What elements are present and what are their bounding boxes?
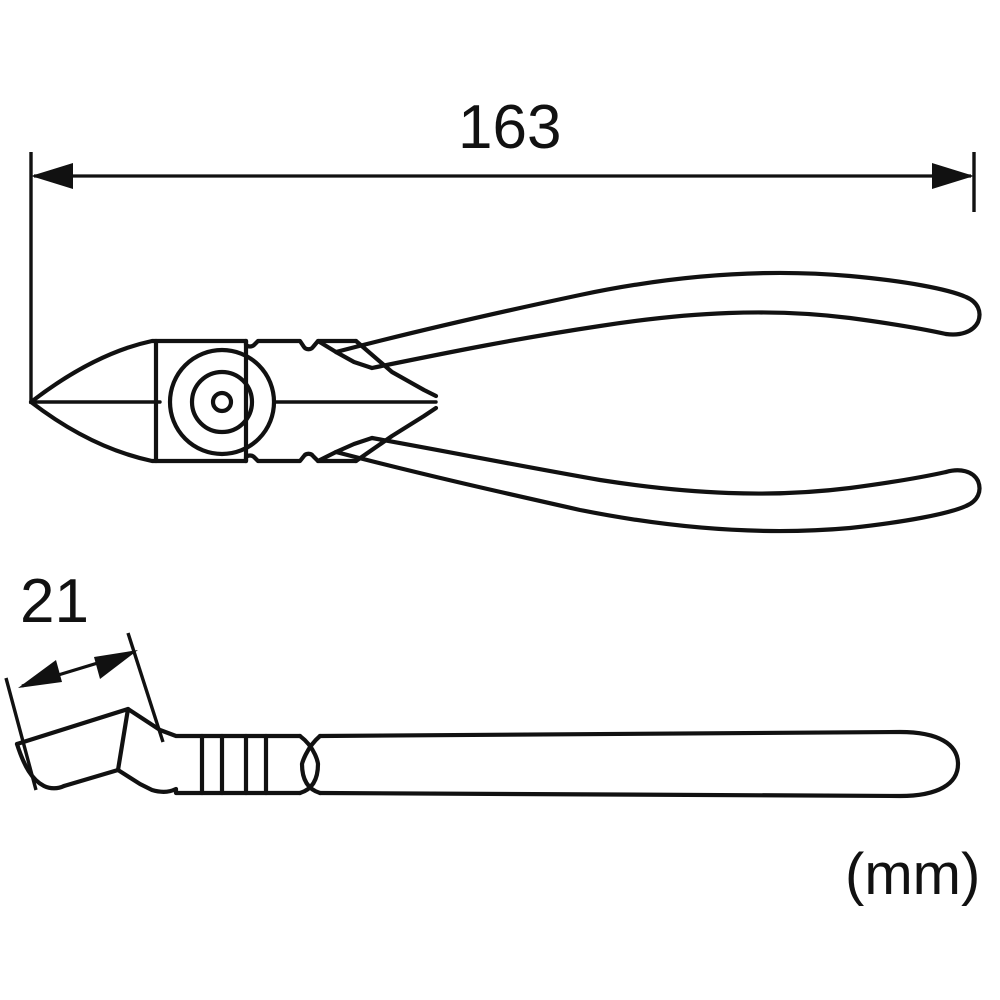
upper-shank-transition (315, 338, 375, 371)
pivot-boss-outer-circle (167, 347, 277, 457)
lower-handle-top-edge (369, 435, 949, 496)
jaw-lower-outer-edge (28, 399, 249, 464)
detail-head-top-edge (14, 706, 303, 747)
detail-head-tip-nose (14, 741, 67, 791)
arrow-head-left-icon (31, 163, 73, 189)
overall-length-label: 163 (458, 93, 561, 162)
jaw-upper-outer-edge (28, 338, 249, 405)
head-arrow-head-left-icon (18, 660, 62, 688)
head-arrow-head-right-icon (94, 650, 138, 679)
lower-shank-transition (315, 435, 375, 464)
unit-label: (mm) (845, 842, 980, 907)
head-width-dimension (4, 632, 165, 791)
detail-head-bevel-face (115, 706, 131, 773)
pivot-rivet-ring (189, 369, 255, 435)
head-upper-notch-profile (243, 338, 359, 352)
arrow-head-right-icon (932, 163, 974, 189)
overall-length-dimension (29, 152, 976, 404)
pliers-bottom-view (14, 706, 961, 799)
detail-head-bottom-edge (61, 767, 303, 796)
detail-handle-outline (317, 729, 961, 799)
lower-handle-bottom-edge (333, 449, 982, 534)
head-upper-cutter-relief (353, 338, 439, 399)
upper-handle-bottom-edge (369, 310, 949, 371)
pivot-pin-hole (210, 390, 234, 414)
pliers-top-view (28, 270, 982, 534)
head-width-label: 21 (20, 567, 89, 636)
detail-joint-boss-curve-inner (299, 733, 323, 796)
upper-handle-top-edge (333, 270, 982, 355)
head-dimension-extension-right (126, 632, 165, 743)
head-lower-notch-profile (243, 451, 359, 464)
head-lower-cutter-relief (353, 405, 439, 464)
